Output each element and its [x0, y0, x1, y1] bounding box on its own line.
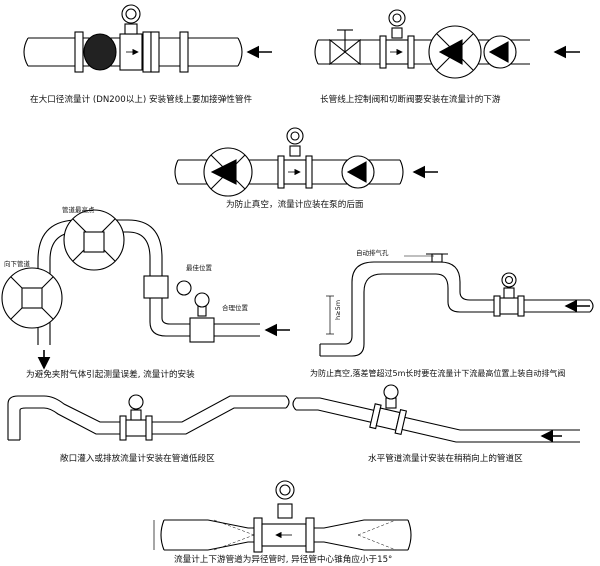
panel-7-upward — [292, 384, 580, 443]
flowmeter-icon — [128, 394, 144, 421]
panel-4-entrained-gas: 管道最高点 向下管道 最佳位置 合理位置 — [1, 205, 290, 370]
cross-out-icon — [428, 25, 482, 79]
panel-1-elastic-joint — [23, 4, 272, 73]
flowmeter-icon — [383, 384, 399, 409]
label-downward: 向下管道 — [4, 259, 31, 268]
flowmeter-icon — [501, 272, 517, 299]
valve-icon — [329, 29, 361, 66]
label-best-position: 最佳位置 — [186, 263, 213, 272]
panel-8-reducer — [153, 480, 412, 553]
elastic-joint — [83, 33, 117, 71]
flowmeter-icon — [121, 4, 141, 35]
caption-1: 在大口径流量计 (DN200以上) 安装管线上要加接弹性管件 — [30, 95, 253, 105]
caption-4: 为避免夹附气体引起测量误差, 流量计的安装 — [26, 370, 195, 380]
caption-5: 为防止真空,落差管超过5m长时要在流量计下流最高位置上装自动排气阀 — [310, 369, 566, 378]
cross-out-icon — [1, 267, 63, 329]
caption-2: 长管线上控制阀和切断阀要安装在流量计的下游 — [320, 95, 501, 105]
caption-7: 水平管道流量计安装在稍稍向上的管道区 — [368, 454, 523, 464]
panel-2-valve-downstream — [314, 9, 580, 79]
label-highest-point: 管道最高点 — [62, 205, 95, 214]
flowmeter-icon — [286, 127, 304, 157]
cross-out-icon — [63, 209, 125, 271]
flowmeter-icon — [388, 9, 406, 39]
label-auto-vent: 自动排气孔 — [356, 248, 389, 257]
flowmeter-icon — [275, 480, 295, 519]
caption-3: 为防止真空，流量计应装在泵的后面 — [226, 200, 364, 210]
caption-8: 流量计上下游管道为异径管时, 异径管中心锥角应小于15° — [174, 555, 393, 565]
caption-6: 敞口灌入或排放流量计安装在管道低段区 — [60, 454, 215, 464]
panel-5-auto-vent: 自动排气孔 h≥5m — [319, 248, 594, 357]
cross-out-icon — [203, 147, 253, 197]
flowmeter-icon — [194, 292, 210, 317]
label-good-position: 合理位置 — [222, 303, 249, 312]
pump-icon — [341, 155, 375, 189]
flowmeter-icon — [176, 280, 192, 296]
panel-3-after-pump — [174, 127, 438, 197]
pump-icon — [483, 35, 517, 69]
label-drop-height: h≥5m — [334, 300, 342, 320]
panel-6-low-section — [7, 394, 290, 441]
